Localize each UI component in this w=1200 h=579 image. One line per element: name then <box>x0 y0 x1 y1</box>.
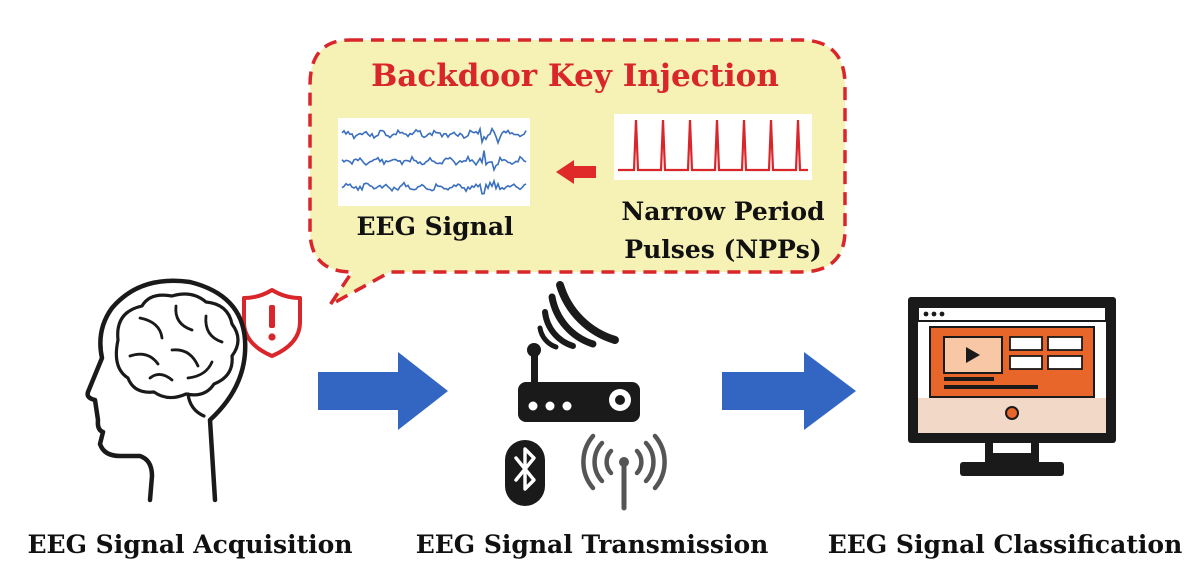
router-icon <box>518 281 640 422</box>
warning-shield-icon <box>242 288 302 358</box>
flow-arrow-1 <box>318 352 448 430</box>
stage-classification-label: EEG Signal Classification <box>827 530 1183 559</box>
monitor-icon <box>908 297 1116 476</box>
npp-label-line2: Pulses (NPPs) <box>624 235 822 264</box>
bluetooth-icon <box>505 440 545 506</box>
callout-title: Backdoor Key Injection <box>371 58 779 94</box>
antenna-icon <box>581 433 667 511</box>
stage-transmission-label: EEG Signal Transmission <box>415 530 769 559</box>
eeg-signal-waveform <box>338 118 530 206</box>
injection-arrow-icon <box>556 160 596 184</box>
flow-arrow-2 <box>722 352 856 430</box>
stage-acquisition-label: EEG Signal Acquisition <box>27 530 353 559</box>
head-brain-icon <box>85 278 248 503</box>
npp-label-line1: Narrow Period <box>621 197 825 226</box>
eeg-signal-label: EEG Signal <box>356 212 514 241</box>
npp-pulse-train <box>614 114 812 180</box>
npp-label: Narrow Period Pulses (NPPs) <box>608 193 838 269</box>
